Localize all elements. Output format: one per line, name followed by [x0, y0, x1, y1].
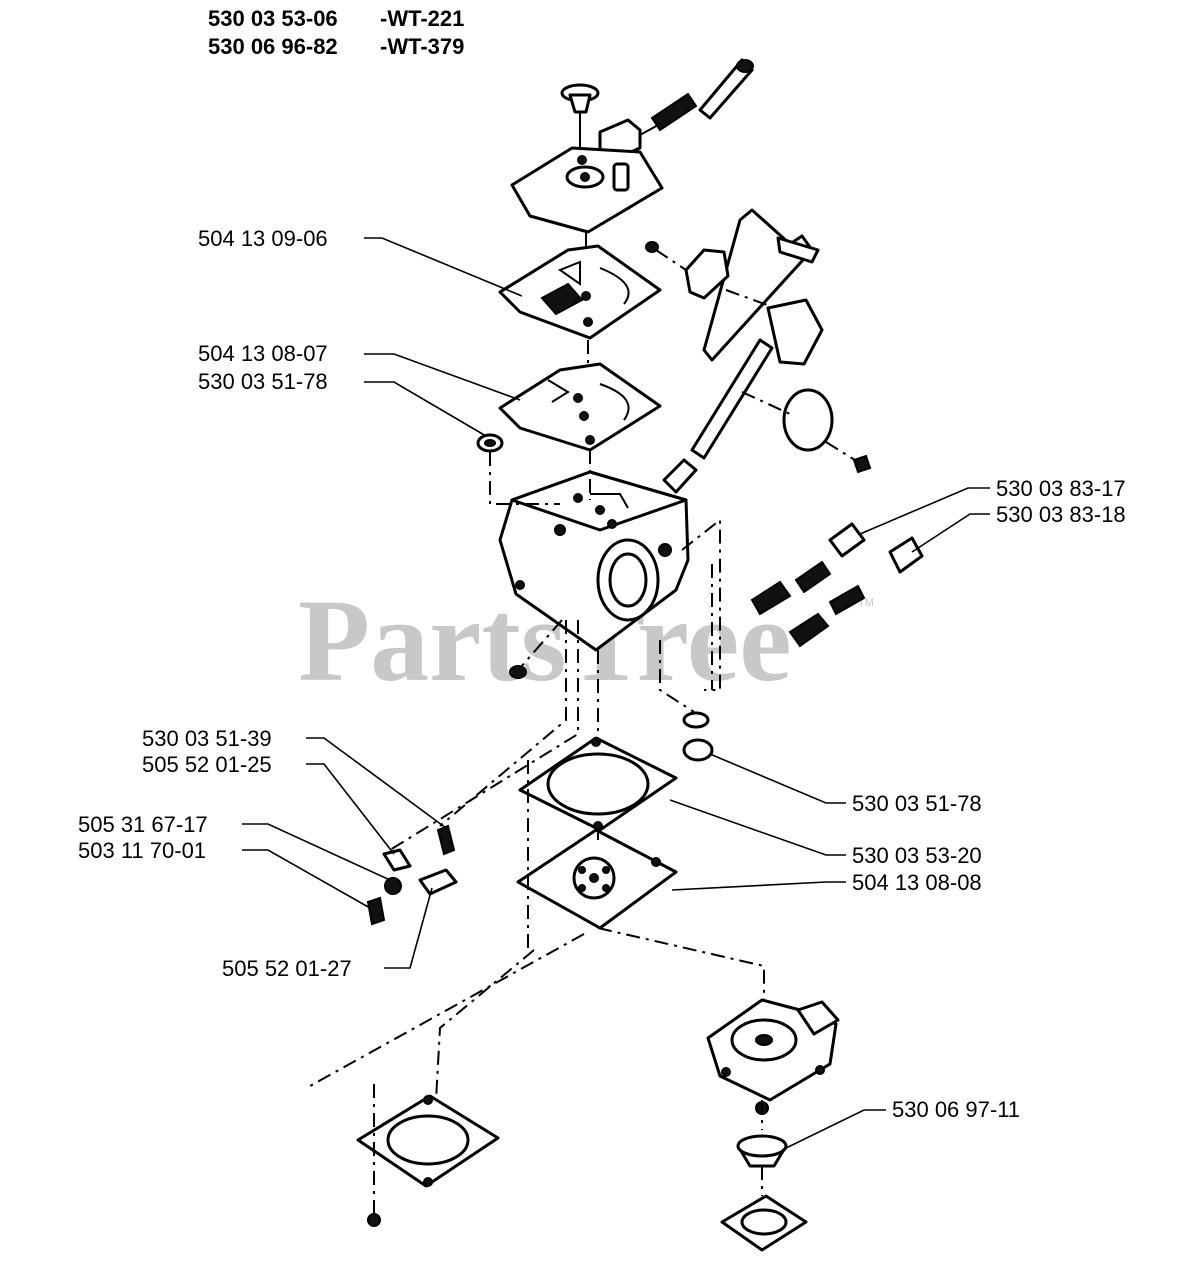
callout-505-52-01-25[interactable]: 505 52 01-25: [142, 752, 395, 855]
diaphragm-504-13-08-08: [516, 828, 678, 930]
check-valve: [736, 1101, 788, 1168]
parts: [356, 58, 924, 1252]
header-part-1: 530 03 53-06: [208, 6, 338, 31]
callout-label: 530 03 83-17: [996, 476, 1126, 501]
throttle-plate: [782, 388, 872, 474]
left-small-parts: [366, 824, 458, 926]
top-needle-assembly: [598, 58, 754, 162]
callout-label: 505 52 01-25: [142, 752, 272, 777]
callout-label: 530 03 53-20: [852, 843, 982, 868]
callout-530-06-97-11[interactable]: 530 06 97-11: [781, 1097, 1020, 1151]
header: 530 03 53-06 -WT-221 530 06 96-82 -WT-37…: [208, 6, 464, 59]
callouts: 504 13 09-06 504 13 08-07 530 03 51-78 5…: [78, 226, 1126, 1151]
bottom-cover-right: [720, 1194, 808, 1252]
callout-label: 505 52 01-27: [222, 956, 352, 981]
choke-plate: [645, 241, 730, 300]
assembly-lines: [309, 232, 859, 1214]
callout-label: 530 03 51-78: [852, 791, 982, 816]
top-cover: [510, 146, 664, 234]
washer-upper: [476, 433, 504, 453]
bottom-gasket-left: [356, 1094, 500, 1188]
header-part-2: 530 06 96-82: [208, 34, 338, 59]
callout-504-13-08-07[interactable]: 504 13 08-07: [198, 341, 521, 401]
pump-cover: [706, 998, 840, 1102]
body-screw: [509, 665, 527, 679]
callout-label: 530 03 51-78: [198, 369, 328, 394]
callout-label: 530 03 83-18: [996, 502, 1126, 527]
header-code-2: -WT-379: [380, 34, 464, 59]
callout-505-31-67-17[interactable]: 505 31 67-17: [78, 812, 391, 881]
throttle-shaft: [662, 208, 824, 494]
callout-505-52-01-27[interactable]: 505 52 01-27: [222, 887, 433, 981]
callout-504-13-08-08[interactable]: 504 13 08-08: [671, 870, 982, 895]
carburetor-body: [498, 470, 690, 652]
gasket-504-13-09-06: [498, 244, 662, 340]
header-code-1: -WT-221: [380, 6, 464, 31]
callout-label: 504 13 08-07: [198, 341, 328, 366]
needle-valves: [750, 522, 924, 648]
callout-530-03-51-78-upper[interactable]: 530 03 51-78: [198, 369, 487, 437]
bottom-screw: [367, 1213, 381, 1227]
gasket-530-03-53-20: [518, 736, 678, 832]
callout-label: 504 13 08-08: [852, 870, 982, 895]
callout-530-03-51-39[interactable]: 530 03 51-39: [142, 726, 447, 829]
callout-label: 505 31 67-17: [78, 812, 208, 837]
callout-label: 530 03 51-39: [142, 726, 272, 751]
callout-530-03-53-20[interactable]: 530 03 53-20: [669, 799, 982, 868]
callout-530-03-83-18[interactable]: 530 03 83-18: [911, 502, 1126, 553]
callout-530-03-51-78-lower[interactable]: 530 03 51-78: [709, 753, 982, 816]
callout-504-13-09-06[interactable]: 504 13 09-06: [198, 226, 523, 297]
callout-label: 504 13 09-06: [198, 226, 328, 251]
washer-lower: [682, 711, 714, 762]
callout-label: 530 06 97-11: [892, 1097, 1020, 1122]
diaphragm-504-13-08-07: [498, 362, 662, 452]
callout-503-11-70-01[interactable]: 503 11 70-01: [78, 838, 371, 909]
callout-530-03-83-17[interactable]: 530 03 83-17: [859, 476, 1126, 535]
callout-label: 503 11 70-01: [78, 838, 206, 863]
